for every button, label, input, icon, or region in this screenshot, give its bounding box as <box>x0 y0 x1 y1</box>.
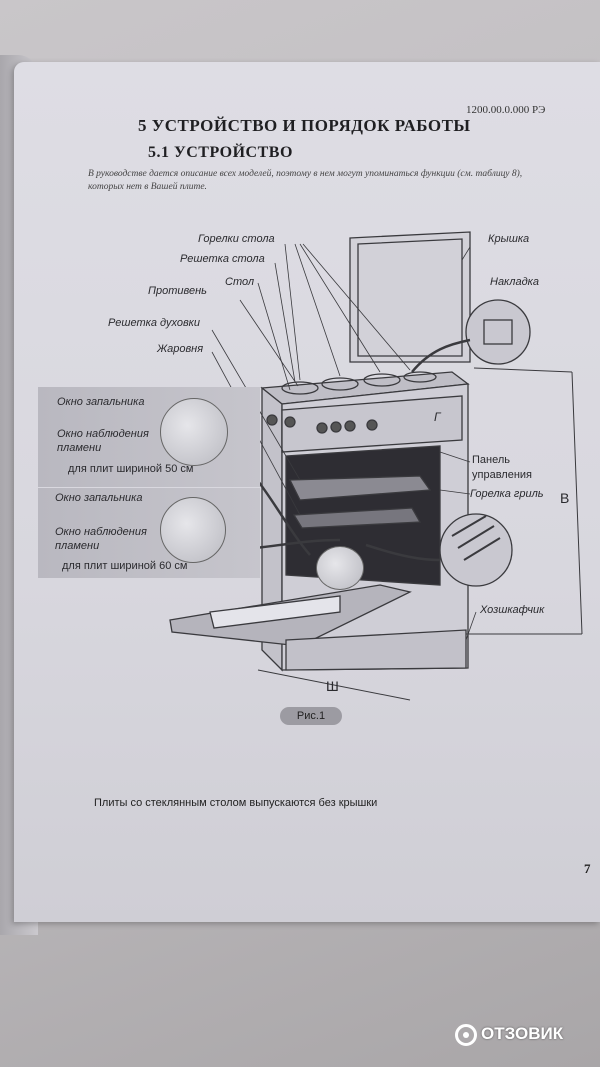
inset-1-caption: для плит шириной 50 см <box>68 463 194 475</box>
label-control-panel-2: управления <box>472 469 532 481</box>
inset-1-igniter-label: Окно запальника <box>57 396 145 408</box>
label-width: Ш <box>326 678 339 694</box>
inset-1-flame-label-2: пламени <box>57 442 102 454</box>
label-tray: Противень <box>148 285 207 297</box>
label-roaster: Жаровня <box>157 343 204 355</box>
igniter-window-detail-50 <box>160 398 228 466</box>
label-control-panel-1: Панель <box>472 454 511 466</box>
intro-text: В руководстве дается описание всех модел… <box>88 169 523 192</box>
label-table: Стол <box>225 276 255 288</box>
watermark-logo-icon <box>455 1024 477 1046</box>
inset-2-flame-label-2: пламени <box>55 540 100 552</box>
oven-window-detail <box>316 546 364 590</box>
figure-label: Рис.1 <box>280 707 342 725</box>
subsection-title: 5.1 УСТРОЙСТВО <box>148 144 293 161</box>
glass-top-note: Плиты со стеклянным столом выпускаются б… <box>94 797 378 809</box>
label-lid: Крышка <box>488 233 530 245</box>
inset-2-caption: для плит шириной 60 см <box>62 560 188 572</box>
label-oven-grate: Решетка духовки <box>108 317 200 329</box>
document-code: 1200.00.0.000 РЭ <box>466 104 546 116</box>
inset-2-igniter-label: Окно запальника <box>55 492 143 504</box>
label-grill-burner: Горелка гриль <box>470 488 544 500</box>
label-drawer: Хозшкафчик <box>480 604 545 616</box>
label-g: Г <box>434 410 441 424</box>
inset-2-flame-label-1: Окно наблюдения <box>55 526 147 538</box>
section-title: 5 УСТРОЙСТВО И ПОРЯДОК РАБОТЫ <box>138 116 471 135</box>
igniter-window-detail-60 <box>160 497 226 563</box>
page-number: 7 <box>584 861 591 876</box>
label-table-grate: Решетка стола <box>180 253 265 265</box>
lid-shape <box>349 231 471 363</box>
label-overlay: Накладка <box>490 276 539 288</box>
inset-1-flame-label-1: Окно наблюдения <box>57 428 149 440</box>
label-height: В <box>560 490 570 506</box>
label-burners: Горелки стола <box>198 233 275 245</box>
watermark: ОТЗОВИК <box>455 1024 563 1046</box>
watermark-text: ОТЗОВИК <box>481 1024 564 1043</box>
